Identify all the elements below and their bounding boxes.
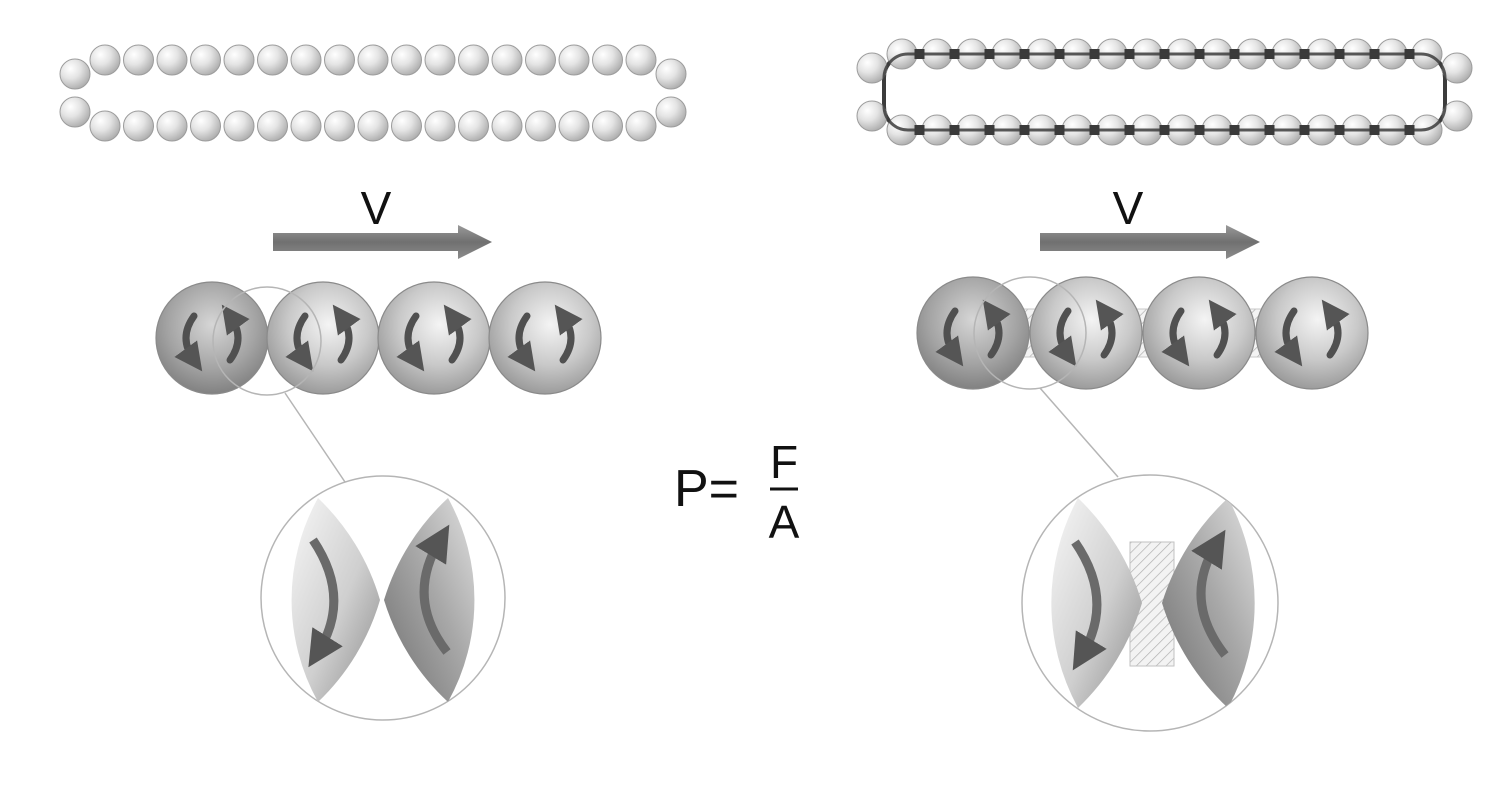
bead xyxy=(357,110,389,142)
bead xyxy=(625,110,657,142)
bead xyxy=(558,110,590,142)
rotating-ball xyxy=(1255,276,1369,390)
bead xyxy=(324,44,355,76)
bead xyxy=(592,110,623,142)
bead xyxy=(223,44,255,76)
bead xyxy=(424,110,456,142)
velocity-label-left: V xyxy=(361,182,392,234)
pressure-formula: P= F A xyxy=(674,436,800,548)
bead xyxy=(458,110,489,142)
bead xyxy=(156,110,188,142)
spin-arrow-icon xyxy=(1048,307,1077,367)
spin-arrow-icon xyxy=(1095,299,1124,359)
bead xyxy=(190,110,221,142)
bead xyxy=(525,44,556,76)
velocity-label-right: V xyxy=(1113,182,1144,234)
rotation-arrow-cw-icon xyxy=(308,537,343,668)
rotating-ball xyxy=(1142,276,1256,390)
spin-arrow-icon xyxy=(982,299,1011,359)
rotation-arrow-ccw-icon xyxy=(415,524,451,655)
rotating-ball xyxy=(155,281,269,395)
spin-arrow-icon xyxy=(174,312,203,372)
bead xyxy=(89,110,121,142)
velocity-arrow-right: V xyxy=(1040,182,1260,259)
bead xyxy=(89,44,121,76)
spin-arrow-icon xyxy=(396,312,425,372)
unlinked-bead-chain xyxy=(59,44,687,142)
bead xyxy=(123,110,154,142)
rotation-arrow-cw-icon xyxy=(1071,539,1107,671)
bead xyxy=(491,110,523,142)
bead xyxy=(357,44,389,76)
spin-arrow-icon xyxy=(443,304,472,364)
bead xyxy=(257,110,288,142)
zoom-callout-right xyxy=(973,276,1279,732)
bead xyxy=(525,110,556,142)
bead xyxy=(290,110,322,142)
bead xyxy=(592,44,623,76)
rotating-balls-right xyxy=(916,276,1369,390)
bead xyxy=(491,44,523,76)
spin-arrow-icon xyxy=(1161,307,1190,367)
bead xyxy=(625,44,657,76)
spin-arrow-icon xyxy=(221,304,250,364)
right-panel: V xyxy=(856,38,1473,732)
spin-arrow-icon xyxy=(935,307,964,367)
rotating-balls-left xyxy=(155,281,602,395)
bead xyxy=(655,58,687,90)
velocity-arrow-left: V xyxy=(273,182,492,259)
formula-lhs: P= xyxy=(674,460,739,518)
rotating-ball xyxy=(266,281,380,395)
spin-arrow-icon xyxy=(1208,299,1237,359)
formula-numerator: F xyxy=(770,436,798,488)
bead xyxy=(257,44,288,76)
left-panel: V xyxy=(59,44,687,721)
bead xyxy=(156,44,188,76)
spin-arrow-icon xyxy=(1321,299,1350,359)
bead xyxy=(558,44,590,76)
zoom-callout-left xyxy=(212,286,506,721)
spin-arrow-icon xyxy=(1274,307,1303,367)
rotating-ball xyxy=(916,276,1030,390)
formula-denominator: A xyxy=(769,496,800,548)
bead xyxy=(424,44,456,76)
spin-arrow-icon xyxy=(332,304,361,364)
bead xyxy=(123,44,154,76)
spin-arrow-icon xyxy=(554,304,583,364)
bead xyxy=(324,110,355,142)
spin-arrow-icon xyxy=(285,312,314,372)
bead xyxy=(458,44,489,76)
bead xyxy=(59,96,91,128)
spin-arrow-icon xyxy=(507,312,536,372)
linked-bead-chain xyxy=(856,38,1473,146)
rotating-ball xyxy=(377,281,491,395)
bead xyxy=(59,58,91,90)
bead xyxy=(223,110,255,142)
bead xyxy=(290,44,322,76)
bead xyxy=(391,110,422,142)
bead xyxy=(655,96,687,128)
bead xyxy=(391,44,422,76)
bead xyxy=(190,44,221,76)
rotating-ball xyxy=(488,281,602,395)
rotation-arrow-ccw-icon xyxy=(1191,529,1229,658)
